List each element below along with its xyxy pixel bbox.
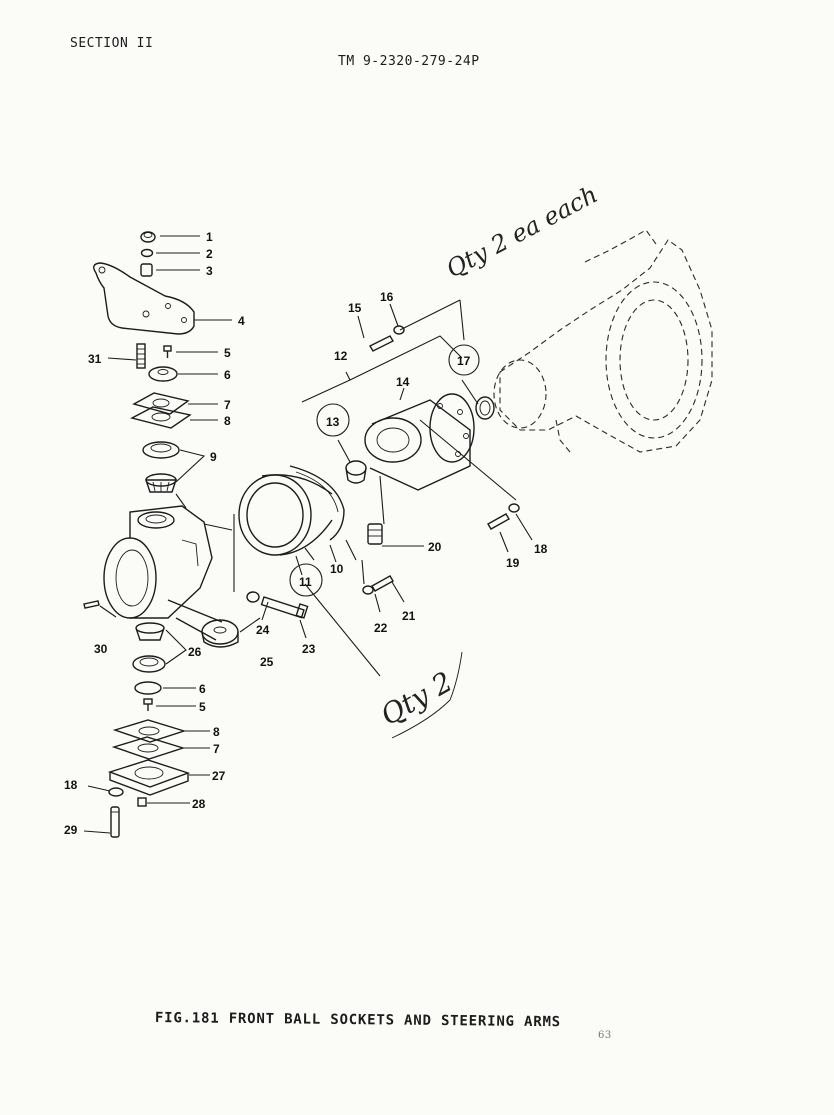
- part-spindle-housing-14: [364, 393, 475, 491]
- part-fitting-28: [137, 797, 147, 807]
- callout-3: 3: [206, 264, 213, 278]
- svg-text:Qty 2: Qty 2: [375, 665, 458, 732]
- part-washer-2: [140, 248, 154, 258]
- part-stud-31: [136, 343, 146, 369]
- callout-11: 11: [299, 575, 312, 589]
- part-washer-18-right: [508, 503, 520, 513]
- handwritten-qty-2: Qty 2: [375, 651, 463, 739]
- callout-circle-11: [289, 563, 323, 597]
- part-bushing-3: [140, 263, 153, 277]
- part-bearing-cone-9: [145, 473, 177, 493]
- part-bolt-19: [487, 513, 510, 530]
- part-bolt-21: [371, 575, 394, 592]
- callout-19: 19: [506, 556, 520, 570]
- callout-4: 4: [238, 314, 245, 328]
- part-seal-17: [475, 396, 495, 420]
- part-bearing-cup-26: [132, 655, 166, 673]
- callout-22: 22: [374, 621, 388, 635]
- part-shim-7-top: [132, 392, 190, 415]
- part-arm-boss-25: [201, 619, 239, 648]
- callout-2: 2: [206, 247, 213, 261]
- part-axle-housing-dashed: [493, 229, 713, 453]
- svg-text:Qty 2 ea each: Qty 2 ea each: [442, 180, 603, 283]
- part-retainer-27: [107, 759, 191, 796]
- callout-24: 24: [256, 623, 270, 637]
- callout-16: 16: [380, 290, 394, 304]
- callout-17: 17: [457, 354, 471, 368]
- callout-8-lower: 8: [213, 725, 220, 739]
- part-pin-30: [83, 600, 100, 609]
- part-split-ring-10: [289, 465, 345, 541]
- part-bearing-cup-9: [142, 441, 180, 459]
- callout-10: 10: [330, 562, 344, 576]
- callout-28: 28: [192, 797, 206, 811]
- part-shim-7-bottom: [111, 736, 186, 760]
- part-washer-16: [393, 325, 405, 335]
- part-gasket-8-bottom: [112, 719, 187, 743]
- part-cap-6-top: [148, 366, 178, 382]
- callout-12: 12: [334, 349, 348, 363]
- callout-9: 9: [210, 450, 217, 464]
- part-nut-1: [140, 231, 156, 243]
- callout-8: 8: [224, 414, 231, 428]
- callout-18: 18: [534, 542, 548, 556]
- part-washer-18-left: [108, 787, 124, 797]
- callout-18-lower: 18: [64, 778, 78, 792]
- part-screw-5-top: [163, 345, 172, 358]
- part-bearing-cone-26: [135, 622, 165, 641]
- part-nut-24: [246, 591, 260, 603]
- callout-21: 21: [402, 609, 416, 623]
- callout-14: 14: [396, 375, 410, 389]
- callout-5: 5: [224, 346, 231, 360]
- callout-6: 6: [224, 368, 231, 382]
- handwritten-qty-2-each: Qty 2 ea each: [442, 180, 603, 283]
- part-seal-ring-11: [238, 474, 333, 556]
- callout-circle-13: [316, 403, 350, 437]
- callout-5-lower: 5: [199, 700, 206, 714]
- callout-29: 29: [64, 823, 78, 837]
- part-steering-knuckle: [103, 505, 223, 641]
- part-bolt-23: [260, 596, 309, 619]
- callout-27: 27: [212, 769, 226, 783]
- part-washer-22: [362, 585, 374, 595]
- part-bolt-15: [369, 335, 394, 352]
- callout-circle-17: [448, 344, 480, 376]
- callout-numbers: 1 2 3 4 5 31 6 7 8 9 15 16 12 14 17 13 2…: [64, 230, 548, 837]
- callout-23: 23: [302, 642, 316, 656]
- section-label: SECTION II: [70, 36, 154, 51]
- leader-lines: [83, 235, 533, 834]
- callout-31: 31: [88, 352, 102, 366]
- part-bushing-13: [345, 460, 367, 484]
- part-fitting-20: [367, 523, 383, 545]
- callout-7-lower: 7: [213, 742, 220, 756]
- tm-number: TM 9-2320-279-24P: [338, 54, 480, 69]
- callout-30: 30: [94, 642, 108, 656]
- callout-1: 1: [206, 230, 213, 244]
- callout-15: 15: [348, 301, 362, 315]
- part-steering-arm-4: [93, 262, 195, 335]
- callout-20: 20: [428, 540, 442, 554]
- part-gasket-8-top: [130, 406, 192, 429]
- callout-7: 7: [224, 398, 231, 412]
- callout-6-lower: 6: [199, 682, 206, 696]
- part-cap-6-bottom: [134, 681, 162, 695]
- callout-26: 26: [188, 645, 202, 659]
- callout-25: 25: [260, 655, 274, 669]
- part-bolt-29: [110, 806, 120, 838]
- callout-13: 13: [326, 415, 340, 429]
- corner-marks: 63: [598, 1030, 612, 1041]
- part-screw-5-bottom: [143, 698, 153, 711]
